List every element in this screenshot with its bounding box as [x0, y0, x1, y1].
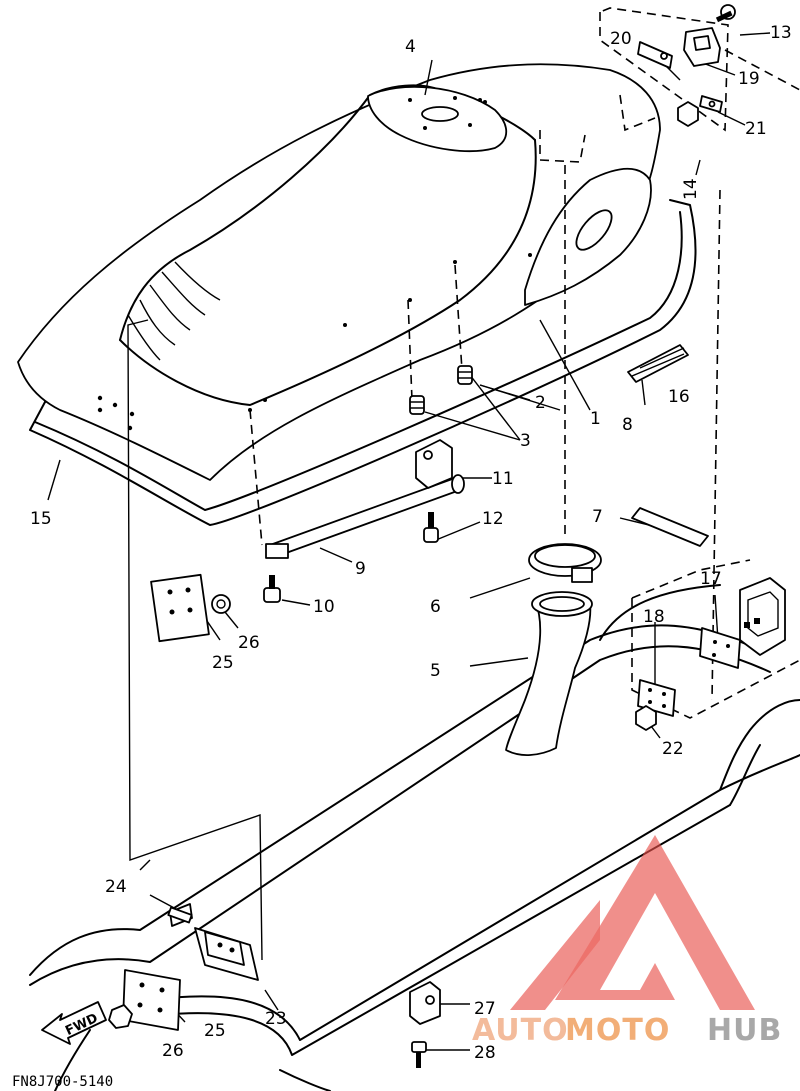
automotohub-watermark: AUTO MOTO HUB — [472, 835, 782, 1048]
bracket-27 — [409, 981, 441, 1025]
plate-25-lower — [122, 969, 181, 1031]
label-7: 7 — [592, 507, 603, 527]
seat-lock — [739, 577, 786, 656]
label-18: 18 — [643, 607, 665, 627]
bolt-10 — [263, 575, 281, 603]
seat-stay-rod — [265, 474, 465, 559]
latch-19 — [683, 27, 721, 67]
hose-clamp — [528, 543, 602, 583]
watermark-text-hub: HUB — [707, 1013, 782, 1048]
label-25-lower: 25 — [204, 1021, 226, 1041]
label-13: 13 — [770, 23, 792, 43]
label-4: 4 — [405, 37, 416, 57]
grommet-3 — [409, 395, 425, 415]
label-16: 16 — [668, 387, 690, 407]
nut-14 — [677, 101, 699, 127]
rivet-28 — [411, 1041, 427, 1068]
tape-strip — [631, 507, 709, 547]
label-5: 5 — [430, 661, 441, 681]
label-24: 24 — [105, 877, 127, 897]
watermark-text-auto: AUTO — [472, 1013, 569, 1048]
nut-26-upper — [211, 594, 231, 614]
bolt-12 — [423, 512, 439, 543]
bolt-24 — [167, 903, 193, 927]
label-15: 15 — [30, 509, 52, 529]
label-28: 28 — [474, 1043, 496, 1063]
label-6: 6 — [430, 597, 441, 617]
label-8: 8 — [622, 415, 633, 435]
grommet-2 — [457, 365, 473, 385]
rubber-damper — [627, 344, 689, 383]
plate-25-upper — [150, 573, 210, 643]
washer-21 — [699, 95, 723, 113]
drawing-code: FN8J700-5140 — [12, 1074, 113, 1090]
plate-17 — [699, 627, 741, 669]
bolt-13 — [715, 4, 736, 23]
label-19: 19 — [738, 69, 760, 89]
label-22: 22 — [662, 739, 684, 759]
watermark-text-moto: MOTO — [565, 1013, 670, 1048]
label-2: 2 — [535, 393, 546, 413]
nut-26-lower — [108, 1004, 133, 1029]
air-hose — [505, 591, 593, 756]
plate-20 — [637, 41, 673, 69]
label-20: 20 — [610, 29, 632, 49]
fwd-arrow: FWD — [41, 1001, 107, 1045]
label-1: 1 — [590, 409, 601, 429]
label-12: 12 — [482, 509, 504, 529]
bracket-11 — [415, 439, 453, 489]
part-labels: 1 2 3 4 5 6 7 8 9 10 11 12 13 14 15 16 1… — [30, 23, 792, 1063]
label-3: 3 — [520, 431, 531, 451]
label-10: 10 — [313, 597, 335, 617]
watermark-logo-mark — [555, 835, 755, 1010]
hinge-bracket — [194, 927, 259, 981]
seat-cover — [17, 63, 661, 481]
label-26-lower: 26 — [162, 1041, 184, 1061]
label-25: 25 — [212, 653, 234, 673]
label-11: 11 — [492, 469, 514, 489]
label-14: 14 — [681, 178, 701, 200]
label-9: 9 — [355, 559, 366, 579]
label-17: 17 — [700, 569, 722, 589]
nut-22 — [635, 705, 657, 731]
label-21: 21 — [745, 119, 767, 139]
label-26: 26 — [238, 633, 260, 653]
label-27: 27 — [474, 999, 496, 1019]
label-23: 23 — [265, 1009, 287, 1029]
